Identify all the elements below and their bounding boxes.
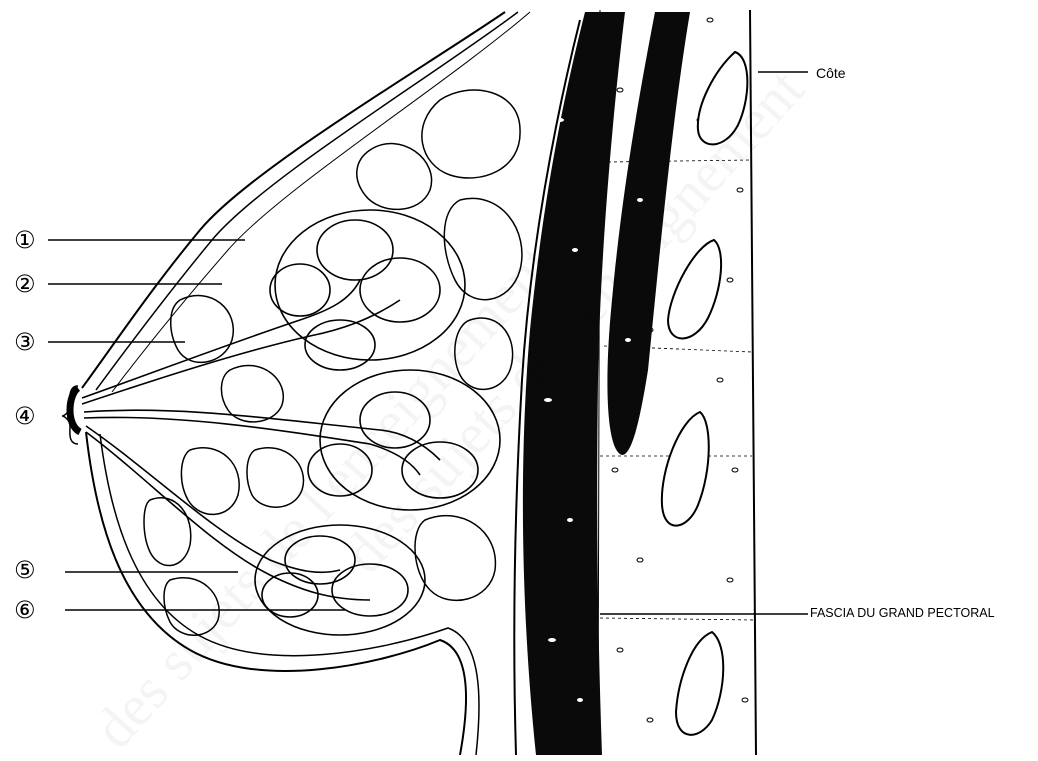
callout-number-5: ⑤ — [14, 558, 36, 582]
mammary-lobules — [255, 210, 500, 635]
leader-lines — [48, 72, 808, 614]
callout-number-3: ③ — [14, 330, 36, 354]
callout-number-1: ① — [14, 228, 36, 252]
label-fascia-grand-pectoral: FASCIA DU GRAND PECTORAL — [810, 606, 995, 620]
lactiferous-ducts — [82, 280, 440, 600]
callout-number-6: ⑥ — [14, 598, 36, 622]
label-cote: Côte — [816, 65, 846, 81]
callout-number-2: ② — [14, 272, 36, 296]
rib-sections — [662, 52, 748, 735]
pectoral-muscles — [523, 12, 690, 755]
breast-outline — [70, 12, 530, 755]
fat-lobules — [144, 90, 522, 635]
callout-number-4: ④ — [14, 404, 36, 428]
